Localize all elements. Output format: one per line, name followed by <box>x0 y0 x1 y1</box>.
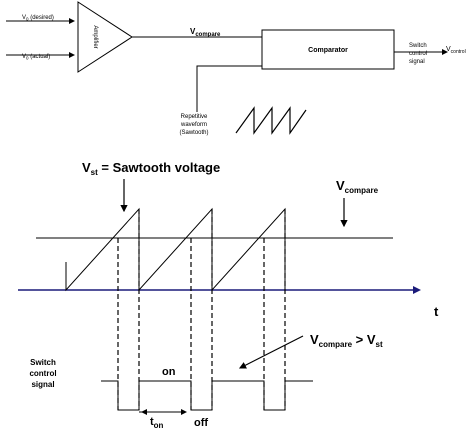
amplifier-label: Amplifier <box>92 25 98 48</box>
switch-block-label-1: Switch <box>409 43 427 49</box>
sawtooth-icon <box>235 106 307 135</box>
vcompare-wave-label: Vcompare <box>336 178 379 195</box>
comparator-box <box>261 29 395 70</box>
switch-wave-label-3: signal <box>31 380 54 389</box>
sawtooth-label-1: Repetitive <box>181 114 208 120</box>
time-axis-arrowhead <box>413 286 421 294</box>
off-label: off <box>194 417 208 429</box>
t-axis-label: t <box>434 304 439 319</box>
switch-control-waveform <box>101 380 313 411</box>
relation-arrow <box>238 335 304 369</box>
sawtooth-label-2: waveform <box>180 122 207 128</box>
amplifier-triangle <box>77 1 133 73</box>
switch-block-label-3: signal <box>409 59 425 65</box>
ton-label: ton <box>150 416 164 430</box>
dashed-guides <box>117 209 286 410</box>
vst-title: Vst = Sawtooth voltage <box>82 160 220 177</box>
switch-block-label-2: control <box>409 51 427 57</box>
vcontrol-label: Vcontrol <box>446 46 466 55</box>
comparator-label: Comparator <box>308 47 348 54</box>
input-actual-label: V0 (actual) <box>22 54 50 61</box>
relation-label: Vcompare > Vst <box>310 332 383 349</box>
sawtooth-label-3: (Sawtooth) <box>179 130 208 136</box>
input-desired-label: V0 (desired) <box>22 15 54 22</box>
switch-wave-label-1: Switch <box>30 358 56 367</box>
block-diagram: V0 (desired) V0 (actual) Amplifier Vcomp… <box>6 1 466 136</box>
waveform-diagram: Vst = Sawtooth voltage Vcompare t Switch… <box>18 160 439 430</box>
on-label: on <box>162 366 176 378</box>
switch-wave-label-2: control <box>29 369 56 378</box>
sawtooth-wire <box>196 65 262 112</box>
vcompare-block-label: Vcompare <box>190 27 221 38</box>
sawtooth-waveform <box>65 207 286 292</box>
